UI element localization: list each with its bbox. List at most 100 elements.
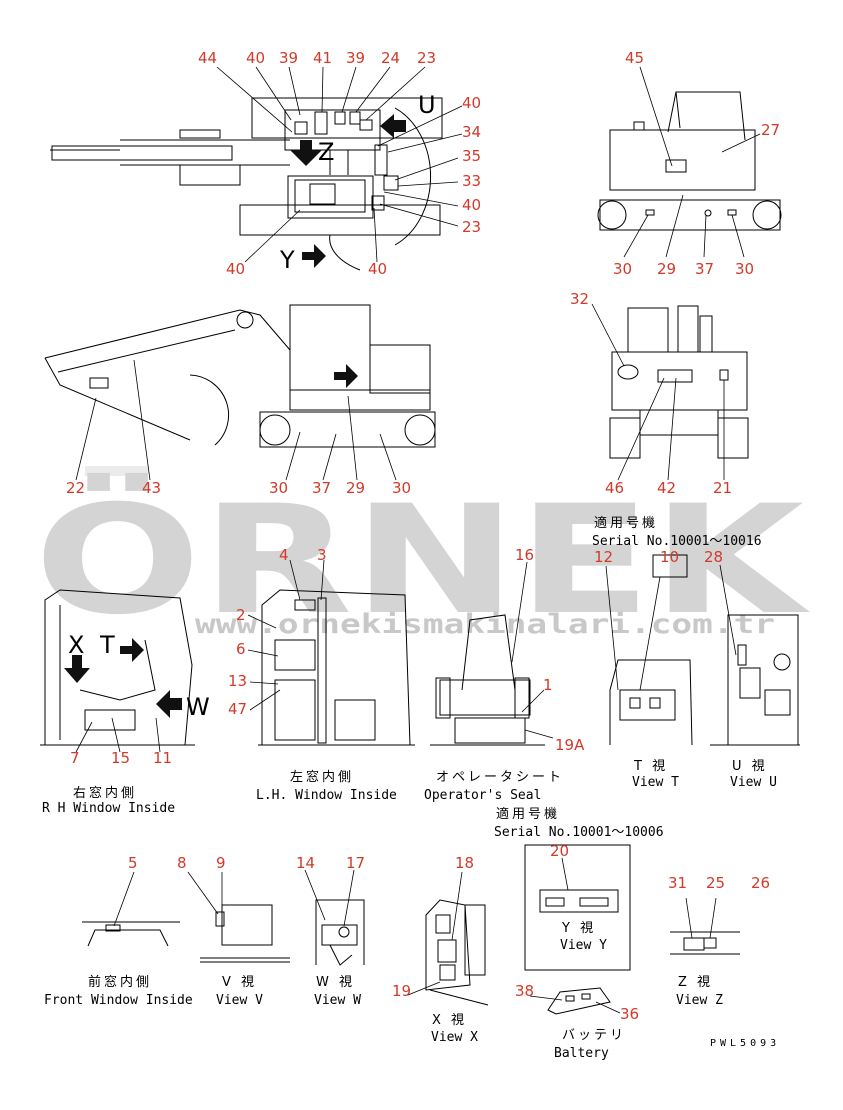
callout-22: 22 [66, 479, 85, 497]
callout-40d: 40 [226, 260, 245, 278]
serial-note-1: 適用号機 Serial No.10001～10016 [592, 515, 762, 549]
callout-40c: 40 [462, 196, 481, 214]
callout-34: 34 [462, 123, 481, 141]
callout-7: 7 [70, 749, 80, 767]
callout-44: 44 [198, 49, 217, 67]
callout-15: 15 [111, 749, 130, 767]
callout-10: 10 [660, 548, 679, 566]
callout-31: 31 [668, 874, 687, 892]
seat-caption-jp: オペレータシート [436, 770, 564, 785]
callout-45: 45 [625, 49, 644, 67]
watermark-brand: ÖRNEK [34, 472, 810, 648]
front-window-callouts: 5 [128, 854, 138, 872]
serial-note-2-en: Serial No.10001～10006 [494, 825, 664, 840]
rh-window-drawing: X T W [40, 589, 210, 753]
callout-30d: 30 [392, 479, 411, 497]
callout-42: 42 [657, 479, 676, 497]
top-view-callouts: 44 40 39 41 39 24 23 40 34 35 33 40 23 4… [198, 49, 481, 278]
callout-18: 18 [455, 854, 474, 872]
callout-19: 19 [392, 982, 411, 1000]
view-w-caption: W 視 View W [314, 975, 361, 1008]
view-y-callouts: 20 [550, 842, 569, 860]
callout-46: 46 [605, 479, 624, 497]
callout-33: 33 [462, 172, 481, 190]
view-v-caption: V 視 View V [216, 975, 263, 1008]
view-w-callouts: 14 17 [296, 854, 365, 872]
callout-23: 23 [417, 49, 436, 67]
view-t-callouts: 12 10 [594, 548, 679, 566]
callout-30: 30 [613, 260, 632, 278]
view-letter-z: Z [318, 138, 334, 166]
callout-4: 4 [279, 546, 289, 564]
view-t-caption: T 視 View T [632, 759, 679, 790]
view-u-caption-en: View U [730, 775, 777, 790]
callout-26: 26 [751, 874, 770, 892]
callout-41: 41 [313, 49, 332, 67]
view-z-callouts: 31 25 26 [668, 874, 770, 892]
front-window-caption-jp: 前窓内側 [88, 974, 152, 990]
view-u-caption: U 視 View U [730, 759, 777, 790]
callout-13: 13 [228, 672, 247, 690]
callout-27: 27 [761, 121, 780, 139]
rh-window-caption-jp: 右窓内側 [73, 785, 137, 801]
callout-25: 25 [706, 874, 725, 892]
battery-caption: バッテリ Baltery [554, 1028, 626, 1061]
seat-callouts: 16 1 19A [515, 546, 585, 754]
callout-17: 17 [346, 854, 365, 872]
view-u-callouts: 28 [704, 548, 723, 566]
view-y-caption-jp: Y 視 [561, 921, 596, 936]
lh-window-caption-en: L.H. Window Inside [256, 788, 397, 803]
side-view-drawing [44, 304, 436, 481]
view-t-drawing [605, 554, 693, 746]
rear-view-drawing [591, 303, 749, 481]
view-v-caption-en: View V [216, 993, 263, 1008]
seat-drawing [430, 561, 554, 746]
callout-36: 36 [620, 1005, 639, 1023]
view-z-caption-jp: Z 視 [678, 975, 713, 990]
view-v-callouts: 8 9 [177, 854, 226, 872]
view-y-drawing [524, 844, 631, 971]
rh-window-caption-en: R H Window Inside [42, 801, 175, 816]
callout-2: 2 [236, 606, 246, 624]
view-y-caption-en: View Y [560, 938, 607, 953]
view-x-caption-jp: X 視 [432, 1013, 467, 1028]
lh-window-caption: 左窓内側 L.H. Window Inside [256, 769, 397, 803]
callout-3: 3 [317, 546, 327, 564]
callout-47: 47 [228, 700, 247, 718]
serial-note-1-jp: 適用号機 [594, 515, 658, 531]
callout-11: 11 [153, 749, 172, 767]
top-view-drawing: U Z Y [50, 66, 463, 274]
view-v-caption-jp: V 視 [222, 975, 257, 990]
serial-note-2-jp: 適用号機 [496, 806, 560, 822]
view-v-drawing [187, 871, 290, 963]
callout-29: 29 [657, 260, 676, 278]
callout-16: 16 [515, 546, 534, 564]
callout-43: 43 [142, 479, 161, 497]
callout-1: 1 [543, 676, 553, 694]
view-u-caption-jp: U 視 [732, 759, 768, 774]
right-side-view-drawing [597, 66, 782, 258]
seat-caption-en: Operator's Seal [424, 788, 541, 803]
view-w-drawing [304, 869, 365, 966]
rear-view-callouts: 32 46 42 21 [570, 290, 732, 497]
battery-caption-jp: バッテリ [562, 1028, 626, 1043]
callout-40: 40 [246, 49, 265, 67]
callout-20: 20 [550, 842, 569, 860]
rh-window-callouts: 7 15 11 [70, 749, 172, 767]
battery-caption-en: Baltery [554, 1046, 609, 1061]
serial-note-1-en: Serial No.10001～10016 [592, 534, 762, 549]
callout-14: 14 [296, 854, 315, 872]
view-letter-u: U [418, 91, 436, 119]
view-letter-x: X [68, 631, 84, 659]
callout-8: 8 [177, 854, 187, 872]
callout-30b: 30 [735, 260, 754, 278]
side-view-callouts: 22 43 30 37 29 30 [66, 479, 411, 497]
serial-note-2: 適用号機 Serial No.10001～10006 [494, 806, 664, 840]
callout-5: 5 [128, 854, 138, 872]
callout-6: 6 [236, 640, 246, 658]
callout-30c: 30 [269, 479, 288, 497]
front-window-caption-en: Front Window Inside [44, 993, 193, 1008]
callout-12: 12 [594, 548, 613, 566]
